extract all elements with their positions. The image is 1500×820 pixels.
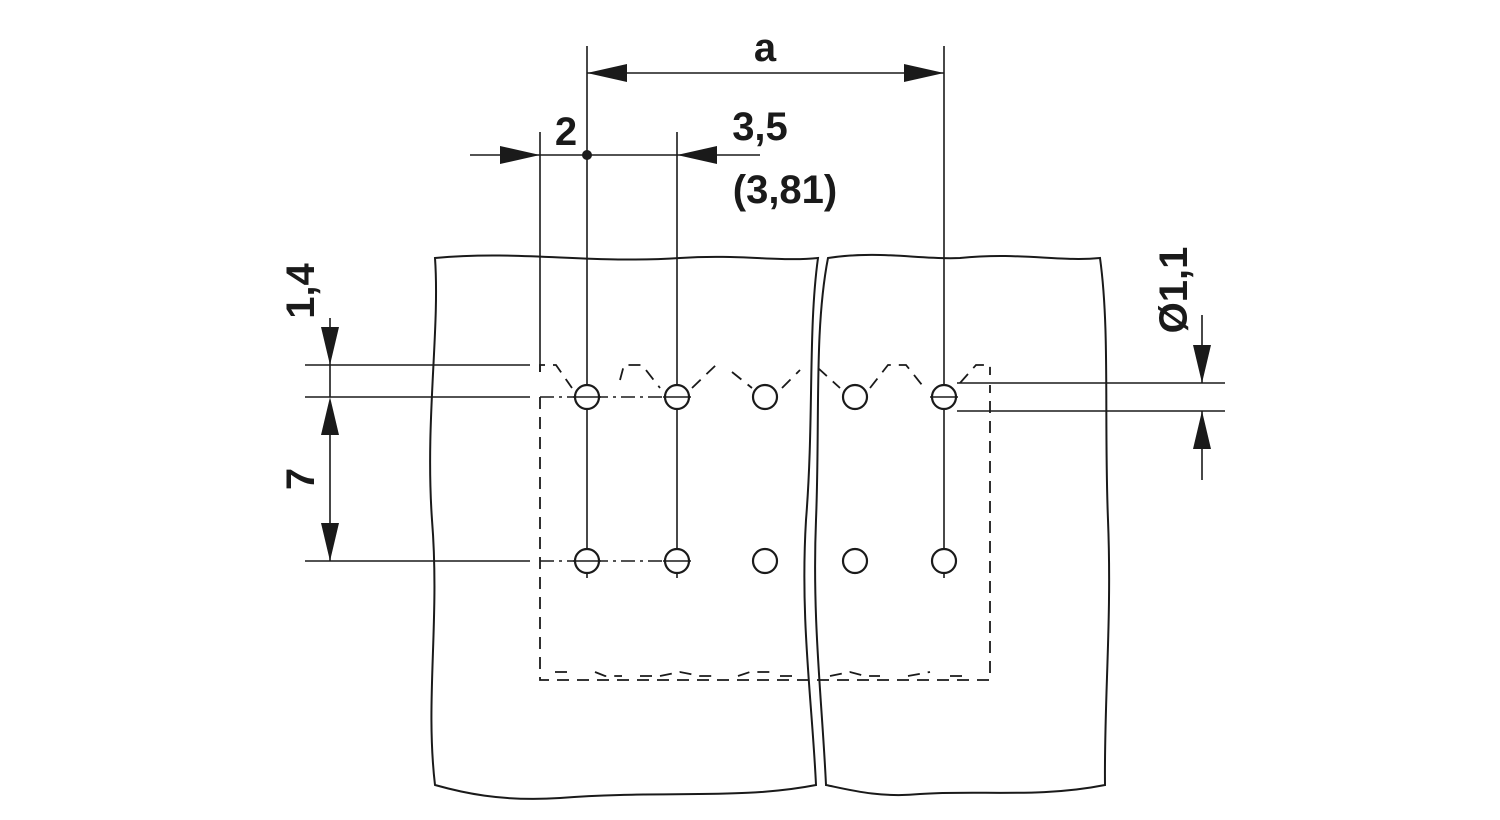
dimension-label-pitch-alt: (3,81) [733, 168, 838, 212]
arrowhead-hole-bottom [1193, 411, 1211, 449]
board-outline-left [429, 254, 820, 800]
dimension-label-row-offset: 1,4 [279, 262, 323, 318]
holes-row-2 [573, 547, 958, 575]
dimension-label-pitch: 3,5 [732, 105, 788, 149]
dimension-label-hole-diameter: Ø1,1 [1152, 247, 1196, 334]
pcb-hole [841, 383, 869, 411]
arrowhead-pitch [677, 146, 717, 164]
arrowhead-edge [500, 146, 540, 164]
holes-row-1 [573, 383, 958, 411]
arrowhead-a-left [587, 64, 627, 82]
pcb-hole [751, 547, 779, 575]
board-outline-right [814, 253, 1111, 797]
arrowhead-a-right [904, 64, 944, 82]
reference-point [582, 150, 592, 160]
footprint-outline [539, 385, 991, 681]
dimension-label-row-spacing: 7 [279, 468, 323, 490]
pcb-hole [930, 547, 958, 575]
arrowhead-row-offset-bottom [321, 397, 339, 435]
dimension-label-edge-offset: 2 [555, 110, 577, 154]
footprint-top-contour [539, 364, 991, 389]
arrowhead-row-offset-top [321, 327, 339, 365]
arrowhead-row-spacing-bottom [321, 523, 339, 561]
arrowhead-hole-top [1193, 345, 1211, 383]
pcb-hole [751, 383, 779, 411]
pcb-hole [841, 547, 869, 575]
dimension-label-a: a [754, 26, 777, 70]
footprint-bottom-contour [555, 671, 968, 677]
